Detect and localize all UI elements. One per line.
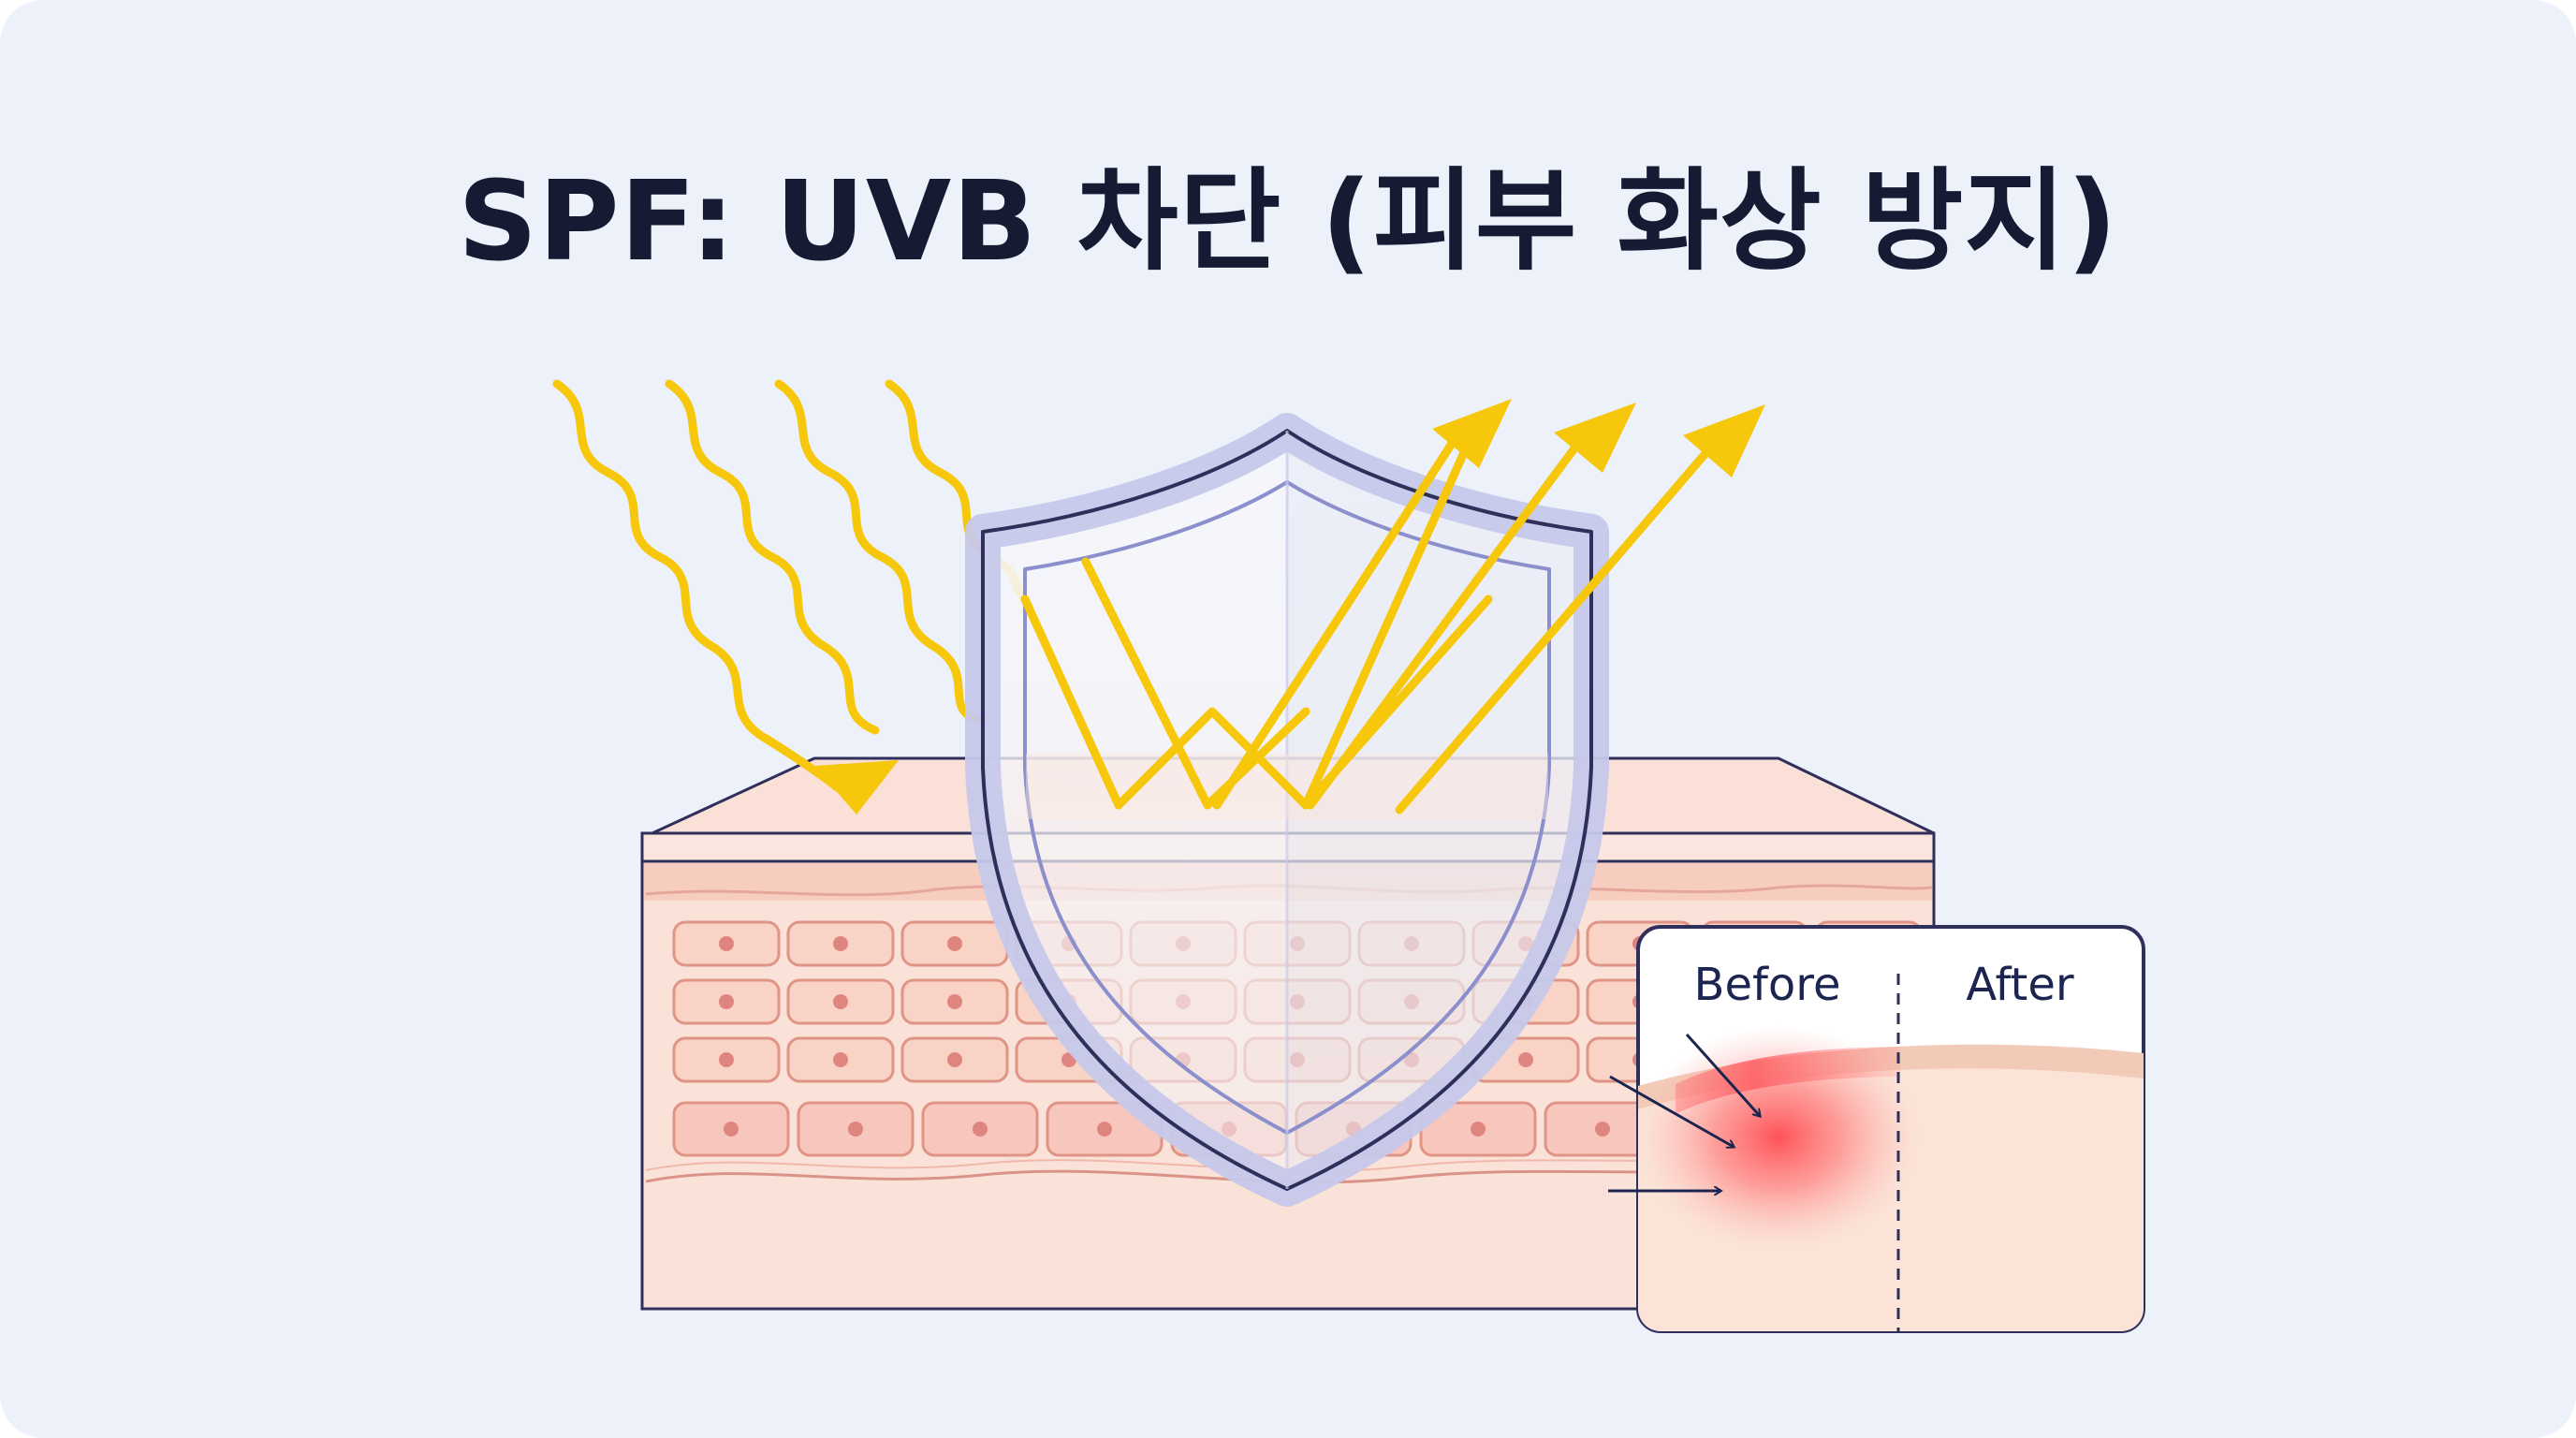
cell-nucleus [719, 1052, 734, 1067]
after-label: After [1966, 959, 2074, 1011]
cell-nucleus [848, 1122, 863, 1137]
uvb-ray-icon [552, 379, 1030, 814]
reflected-arrowhead-3 [1683, 404, 1765, 477]
cell-nucleus [947, 994, 962, 1009]
cell-nucleus [833, 1052, 848, 1067]
reflected-ray-2 [1306, 433, 1587, 810]
cell-nucleus [947, 936, 962, 951]
burn-arrow-1 [1685, 1033, 1760, 1116]
cell-nucleus [973, 1122, 988, 1137]
cell-nucleus [724, 1122, 739, 1137]
uv-wave-3 [774, 379, 988, 726]
reflected-ray-1 [1212, 426, 1465, 810]
cell-nucleus [1097, 1122, 1112, 1137]
uv-wave-2 [665, 379, 880, 735]
reflected-arrowhead-2 [1554, 403, 1636, 473]
cell-nucleus [833, 936, 848, 951]
cell-nucleus [719, 936, 734, 951]
cell-nucleus [1471, 1122, 1486, 1137]
burn-arrow-2 [1609, 1075, 1734, 1147]
cell-nucleus [1518, 1052, 1533, 1067]
zigzag-1 [1020, 594, 1493, 810]
cell-nucleus [833, 994, 848, 1009]
uv-wave-1 [552, 379, 772, 744]
reflected-ray-3 [1395, 440, 1718, 814]
before-label: Before [1694, 959, 1841, 1011]
before-after-panel: Before After [1608, 925, 2145, 1333]
cell-nucleus [1595, 1122, 1610, 1137]
uv-wave-1-arrowhead [814, 760, 899, 814]
cell-nucleus [719, 994, 734, 1009]
reflected-arrowhead-1 [1432, 399, 1512, 468]
zigzag-2 [1081, 557, 1310, 810]
cell-nucleus [947, 1052, 962, 1067]
page-title: SPF: UVB 차단 (피부 화상 방지) [458, 156, 2118, 286]
reflected-ray-icon [1020, 399, 1765, 814]
